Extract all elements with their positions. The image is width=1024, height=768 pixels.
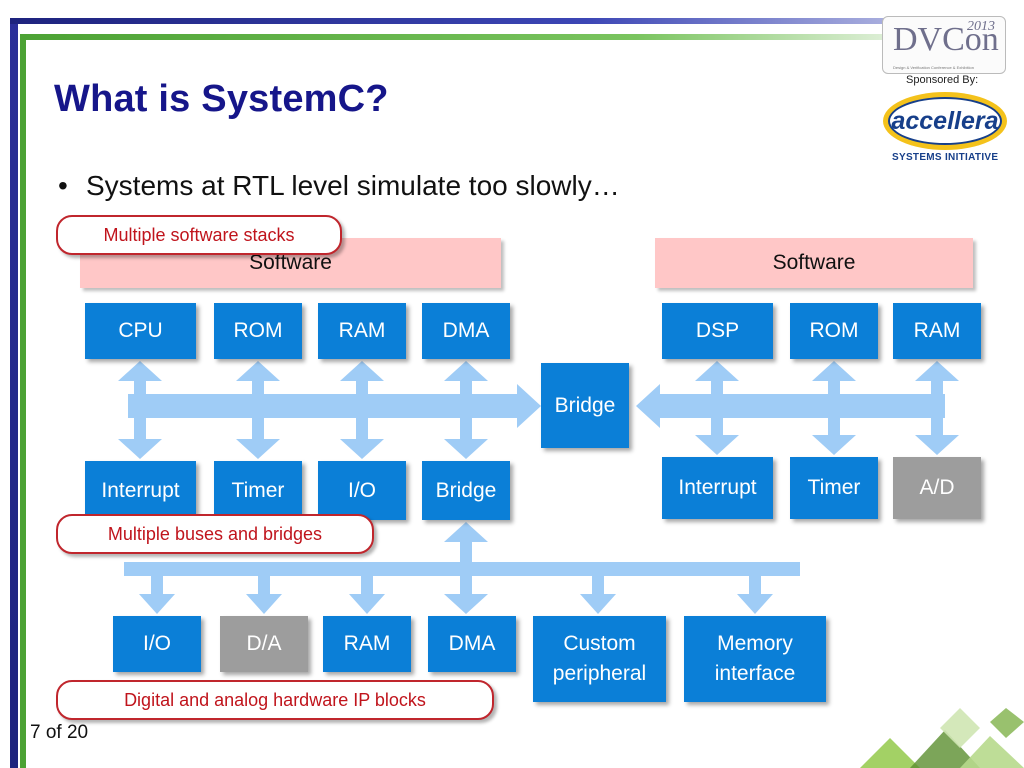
corner-cube-decoration xyxy=(860,708,1024,768)
timer-block: Timer xyxy=(214,461,302,520)
software-label: Software xyxy=(249,251,332,274)
dvcon-logo: DVCon 2013 Design & Verification Confere… xyxy=(882,16,1006,74)
rom-block: ROM xyxy=(790,303,878,359)
bus-drop-arrow xyxy=(737,570,773,614)
callout-buses-bridges: Multiple buses and bridges xyxy=(56,514,374,554)
callout-software-stacks: Multiple software stacks xyxy=(56,215,342,255)
bridge-bus-arrow xyxy=(444,522,488,614)
bullet-dot: • xyxy=(58,170,68,201)
memory-interface-line-2: interface xyxy=(714,662,796,685)
memory-interface-line-1: Memory xyxy=(717,632,793,655)
memory-interface-block: Memory interface xyxy=(684,616,826,702)
custom-peripheral-line-1: Custom xyxy=(563,632,636,655)
frame-green-top-bar xyxy=(20,34,900,40)
page-number: 7 of 20 xyxy=(30,722,89,743)
bus-vertical-arrow xyxy=(444,361,488,459)
dma-block: DMA xyxy=(428,616,516,672)
ram-block: RAM xyxy=(323,616,411,672)
cpu-block: CPU xyxy=(85,303,196,359)
left-bus-arrow xyxy=(128,384,541,428)
software-stack-right: Software xyxy=(655,238,973,288)
dma-block: DMA xyxy=(422,303,510,359)
dvcon-logo-text: DVCon xyxy=(893,21,999,58)
bullet-text: Systems at RTL level simulate too slowly… xyxy=(86,170,620,201)
callout-ip-blocks: Digital and analog hardware IP blocks xyxy=(56,680,494,720)
interrupt-block: Interrupt xyxy=(85,461,196,520)
ram-block: RAM xyxy=(893,303,981,359)
software-label: Software xyxy=(772,251,856,274)
accellera-logo: accellera xyxy=(888,97,1002,145)
bus-drop-arrow xyxy=(246,570,282,614)
rom-block: ROM xyxy=(214,303,302,359)
custom-peripheral-block: Custom peripheral xyxy=(533,616,666,702)
io-block: I/O xyxy=(318,461,406,520)
frame-green-bar xyxy=(20,34,26,768)
bus-drop-arrow xyxy=(580,570,616,614)
dvcon-logo-year: 2013 xyxy=(967,19,995,34)
timer-block: Timer xyxy=(790,457,878,519)
interrupt-block: Interrupt xyxy=(662,457,773,519)
slide-title: What is SystemC? xyxy=(54,78,389,120)
ad-block: A/D xyxy=(893,457,981,519)
bus-vertical-arrow xyxy=(812,361,856,455)
bus-vertical-arrow xyxy=(915,361,959,455)
right-bus-arrow xyxy=(636,384,945,428)
bus-vertical-arrow xyxy=(340,361,384,459)
bullet-item: • Systems at RTL level simulate too slowl… xyxy=(58,170,620,202)
bus-vertical-arrow xyxy=(236,361,280,459)
frame-blue-top-bar xyxy=(10,18,970,24)
io-block: I/O xyxy=(113,616,201,672)
bus-drop-arrow xyxy=(139,570,175,614)
accellera-logo-subtitle: SYSTEMS INITIATIVE xyxy=(892,152,999,163)
sponsored-by-label: Sponsored By: xyxy=(906,74,979,86)
bus-vertical-arrow xyxy=(695,361,739,455)
frame-blue-bar xyxy=(10,18,18,768)
dsp-block: DSP xyxy=(662,303,773,359)
dvcon-logo-subtitle: Design & Verification Conference & Exhib… xyxy=(893,65,974,70)
ram-block: RAM xyxy=(318,303,406,359)
bus-vertical-arrow xyxy=(118,361,162,459)
custom-peripheral-line-2: peripheral xyxy=(552,662,647,685)
bus-drop-arrow xyxy=(349,570,385,614)
bridge-block-center: Bridge xyxy=(541,363,629,448)
bridge-block-left: Bridge xyxy=(422,461,510,520)
da-block: D/A xyxy=(220,616,308,672)
